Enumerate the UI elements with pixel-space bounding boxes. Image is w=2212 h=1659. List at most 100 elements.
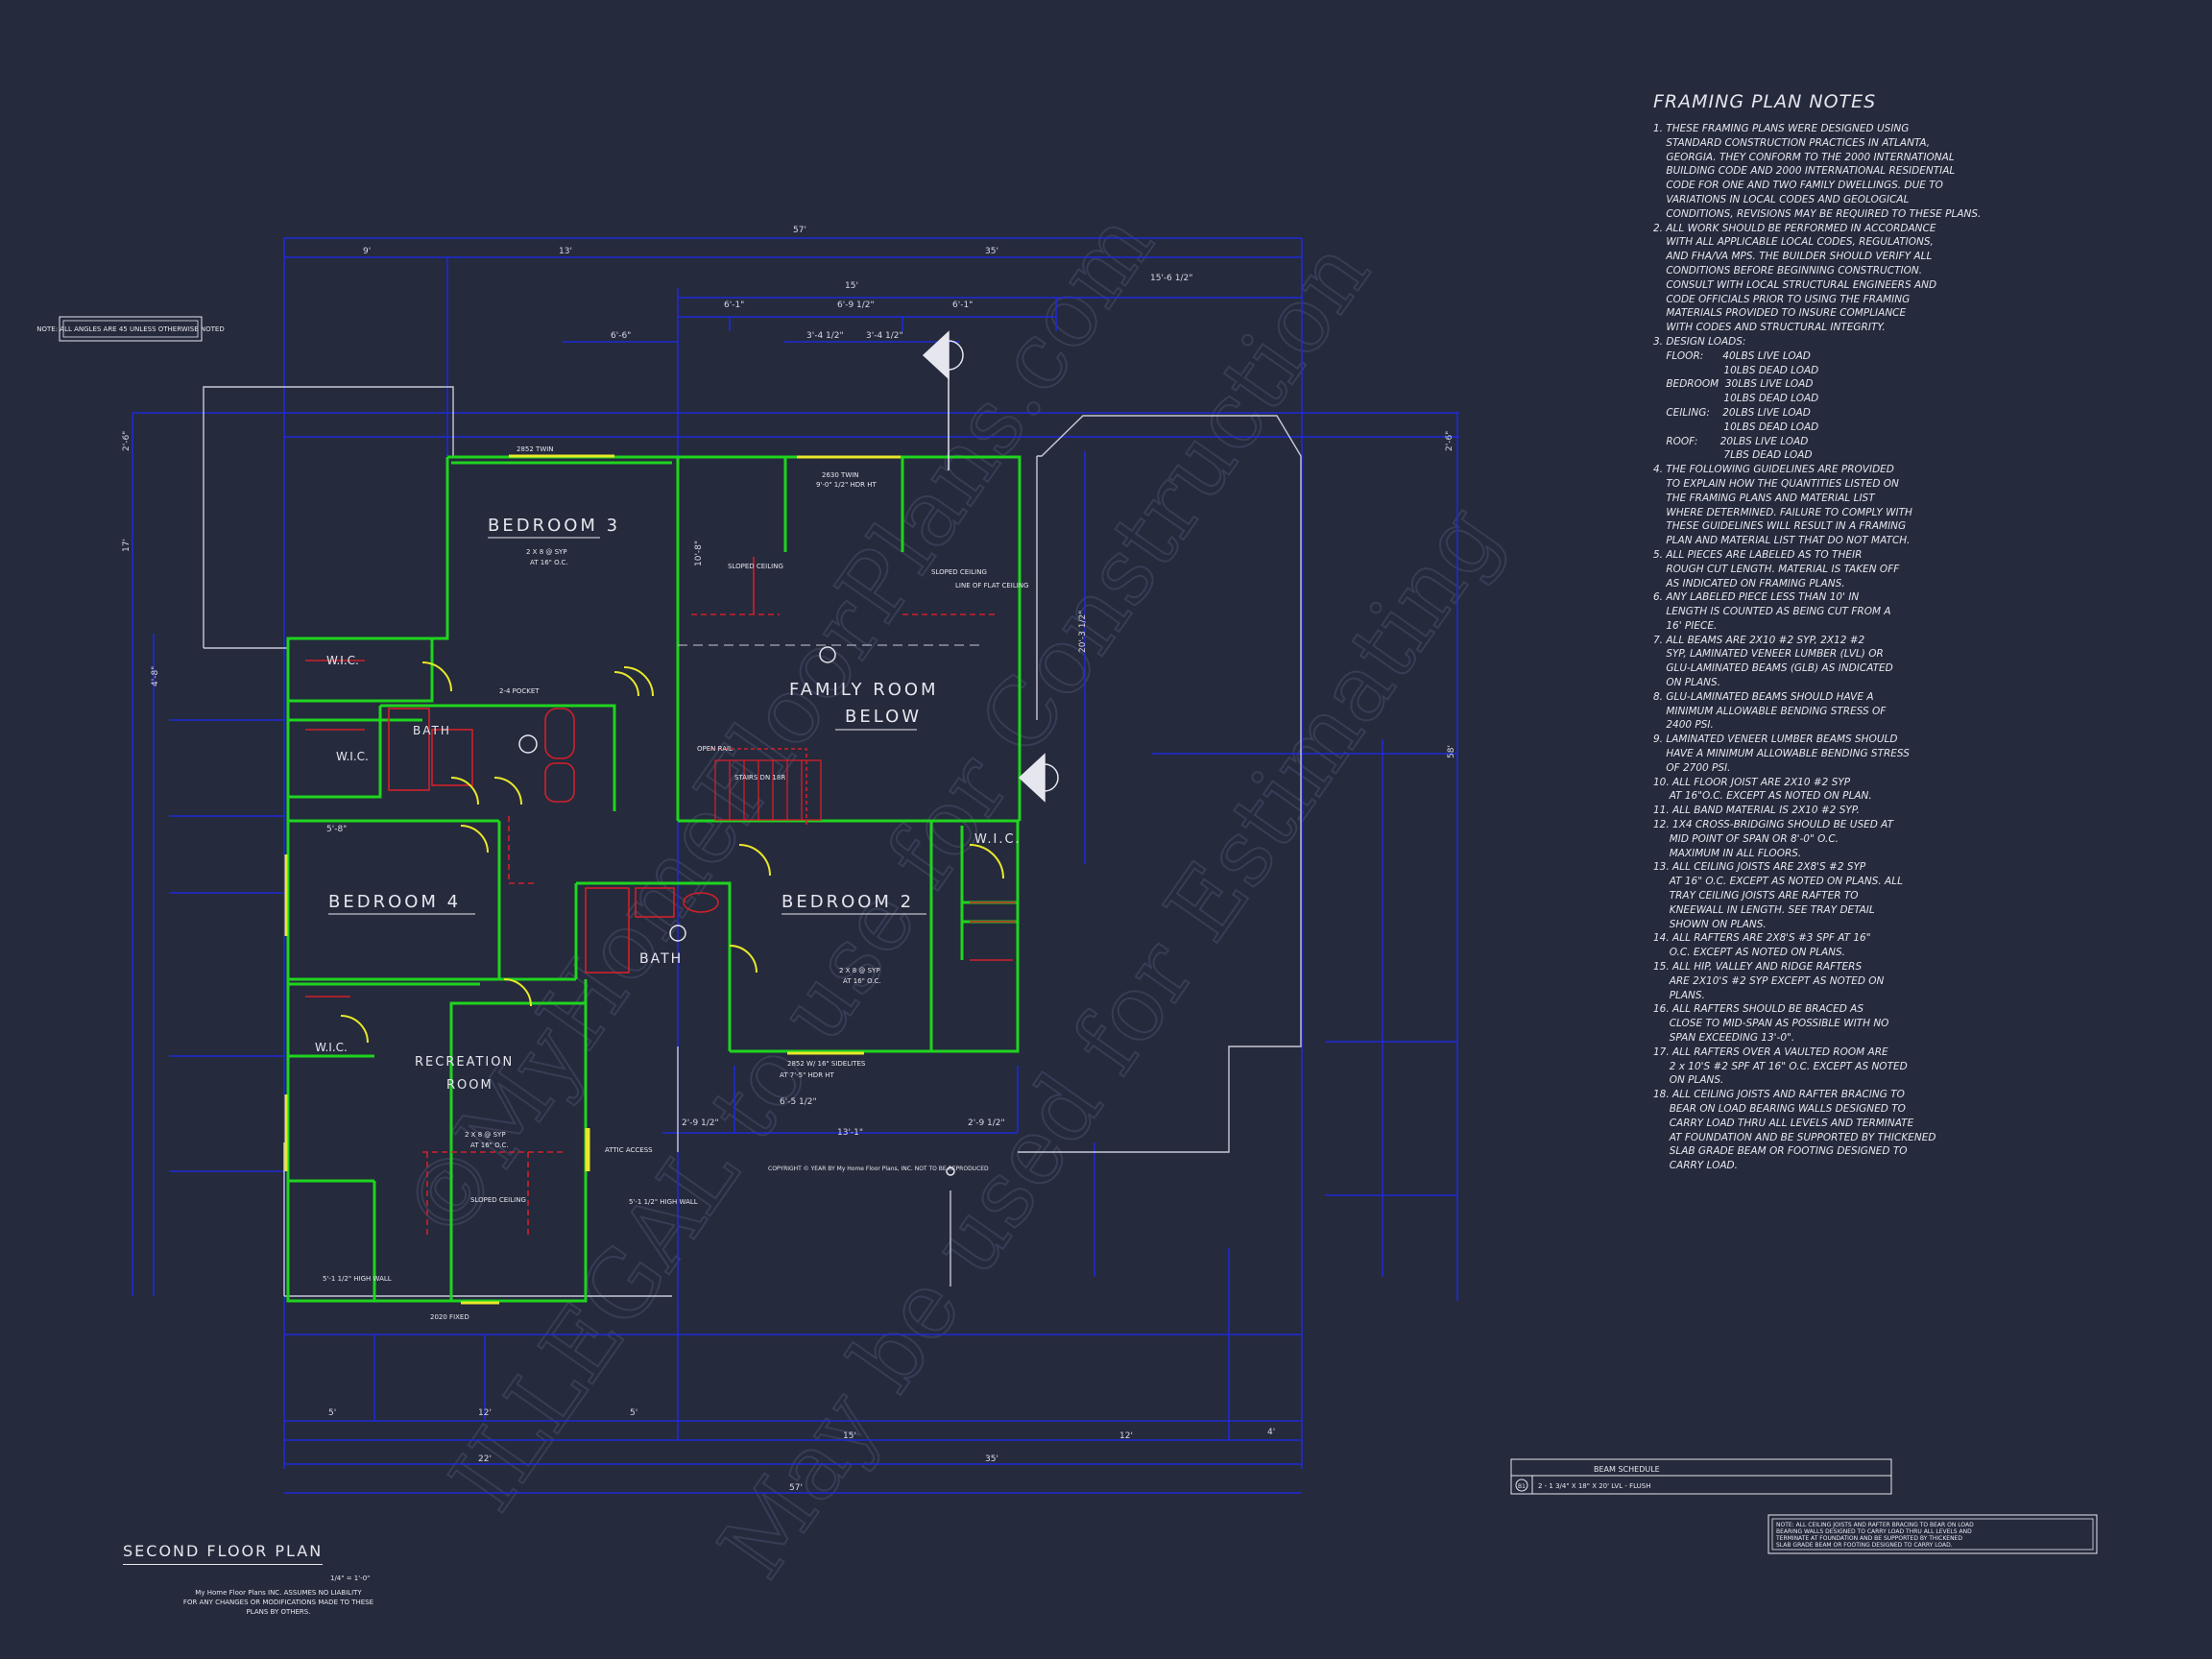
framing-note-line: 16. ALL RAFTERS SHOULD BE BRACED AS	[1653, 1003, 1863, 1016]
framing-note-line: HAVE A MINIMUM ALLOWABLE BENDING STRESS	[1653, 748, 1910, 760]
framing-note-line: 10. ALL FLOOR JOIST ARE 2X10 #2 SYP	[1653, 776, 1851, 788]
room-label-below: BELOW	[845, 707, 922, 727]
framing-note-line: 7. ALL BEAMS ARE 2X10 #2 SYP, 2X12 #2	[1653, 634, 1865, 646]
framing-note-line: CARRY LOAD THRU ALL LEVELS AND TERMINATE	[1653, 1117, 1914, 1129]
section-marker-icon	[518, 330, 1059, 1176]
framing-notes-list: 1. THESE FRAMING PLANS WERE DESIGNED USI…	[1653, 122, 1999, 1173]
angle-note: NOTE: ALL ANGLES ARE 45 UNLESS OTHERWISE…	[36, 325, 224, 333]
liability-line-3: PLANS BY OTHERS.	[246, 1608, 311, 1616]
framing-note-line: 10LBS DEAD LOAD	[1653, 421, 1819, 433]
dim-12: 12'	[478, 1408, 492, 1418]
dimension-lines	[132, 237, 1459, 1494]
watermark: ©MyHomeFloorPlans.com ILLEGAL to use for…	[382, 193, 1522, 1599]
framing-note-line: FLOOR: 40LBS LIVE LOAD	[1653, 349, 1811, 362]
dim-35: 35'	[985, 247, 998, 256]
framing-note-line: 9. LAMINATED VENEER LUMBER BEAMS SHOULD	[1653, 733, 1898, 746]
framing-note-line: CONDITIONS BEFORE BEGINNING CONSTRUCTION…	[1653, 264, 1923, 276]
window-label-bottom: 2020 FIXED	[430, 1313, 469, 1321]
open-rail-label: OPEN RAIL	[697, 745, 733, 753]
framing-note-line: STANDARD CONSTRUCTION PRACTICES IN ATLAN…	[1653, 136, 1931, 149]
pocket-label: 2-4 POCKET	[499, 687, 540, 695]
attic-label: ATTIC ACCESS	[605, 1146, 653, 1154]
framing-notes: FRAMING PLAN NOTES 1. THESE FRAMING PLAN…	[1653, 91, 1999, 1173]
framing-note-line: SLAB GRADE BEAM OR FOOTING DESIGNED TO	[1653, 1145, 1908, 1158]
framing-note-line: AS INDICATED ON FRAMING PLANS.	[1653, 577, 1845, 589]
dim-6a: 6'-1"	[724, 301, 744, 310]
framing-note-line: 17. ALL RAFTERS OVER A VAULTED ROOM ARE	[1653, 1046, 1888, 1058]
framing-note-line: PLANS.	[1653, 989, 1705, 1001]
framing-note-line: 12. 1X4 CROSS-BRIDGING SHOULD BE USED AT	[1653, 819, 1894, 831]
bottom-note-line-1: NOTE: ALL CEILING JOISTS AND RAFTER BRAC…	[1776, 1522, 1974, 1528]
framing-note-line: TRAY CEILING JOISTS ARE RAFTER TO	[1653, 890, 1859, 902]
framing-note-line: BEDROOM 30LBS LIVE LOAD	[1653, 378, 1814, 391]
framing-note-line: 8. GLU-LAMINATED BEAMS SHOULD HAVE A	[1653, 690, 1874, 703]
copyright-note: COPYRIGHT © YEAR BY My Home Floor Plans,…	[768, 1166, 989, 1172]
framing-note-line: 2400 PSI.	[1653, 719, 1714, 732]
beam-tag: B1	[1518, 1483, 1526, 1490]
framing-note-line: MAXIMUM IN ALL FLOORS.	[1653, 847, 1802, 859]
room-label-bath-2: BATH	[639, 951, 683, 967]
dim-6-6: 6'-6"	[611, 331, 631, 341]
oc-label-rec: AT 16" O.C.	[470, 1142, 509, 1149]
framing-note-line: ROUGH CUT LENGTH. MATERIAL IS TAKEN OFF	[1653, 563, 1900, 575]
framing-note-line: AT 16"O.C. EXCEPT AS NOTED ON PLAN.	[1653, 790, 1872, 803]
dim-4: 4'	[1267, 1428, 1275, 1437]
dim-3a: 3'-4 1/2"	[806, 331, 844, 341]
framing-note-line: WHERE DETERMINED. FAILURE TO COMPLY WITH	[1653, 506, 1912, 518]
roof-outline	[203, 386, 1302, 1297]
framing-note-line: WITH CODES AND STRUCTURAL INTEGRITY.	[1653, 322, 1886, 334]
window-label-top: 2852 TWIN	[517, 445, 554, 453]
high-wall-label-2: 5'-1 1/2" HIGH WALL	[629, 1198, 698, 1206]
framing-note-line: WITH ALL APPLICABLE LOCAL CODES, REGULAT…	[1653, 236, 1934, 249]
room-label-bedroom-3: BEDROOM 3	[488, 516, 620, 536]
sloped-ceiling-label-3: SLOPED CEILING	[470, 1196, 526, 1204]
framing-note-line: MINIMUM ALLOWABLE BENDING STRESS OF	[1653, 705, 1887, 717]
dim-57: 57'	[793, 226, 806, 235]
framing-note-line: CODE OFFICIALS PRIOR TO USING THE FRAMIN…	[1653, 293, 1911, 305]
joist-label-bed2: 2 X 8 @ SYP	[839, 967, 880, 974]
framing-note-line: THE FRAMING PLANS AND MATERIAL LIST	[1653, 492, 1875, 504]
framing-note-line: CEILING: 20LBS LIVE LOAD	[1653, 406, 1811, 419]
framing-note-line: CODE FOR ONE AND TWO FAMILY DWELLINGS. D…	[1653, 180, 1943, 192]
dim-17: 17'	[122, 539, 132, 552]
framing-note-line: 1. THESE FRAMING PLANS WERE DESIGNED USI…	[1653, 123, 1910, 134]
room-label-room: ROOM	[446, 1078, 493, 1093]
framing-note-line: 6. ANY LABELED PIECE LESS THAN 10' IN	[1653, 591, 1860, 604]
sloped-ceiling-label-2: SLOPED CEILING	[931, 568, 987, 576]
dim-2-9: 2'-9 1/2"	[682, 1118, 719, 1128]
dim-15: 15'	[845, 281, 858, 291]
stairs	[714, 759, 822, 821]
framing-note-line: VARIATIONS IN LOCAL CODES AND GEOLOGICAL	[1653, 193, 1910, 205]
dim-5-8: 5'-8"	[326, 825, 347, 834]
room-label-wic-3: W.I.C.	[974, 832, 1022, 847]
dim-6b: 6'-9 1/2"	[837, 301, 875, 310]
framing-note-line: AT FOUNDATION AND BE SUPPORTED BY THICKE…	[1653, 1131, 1936, 1143]
drawing-title: SECOND FLOOR PLAN	[123, 1542, 324, 1565]
liability-line-2: FOR ANY CHANGES OR MODIFICATIONS MADE TO…	[182, 1599, 374, 1606]
dim-9: 9'	[363, 247, 371, 256]
beam-row: 2 - 1 3/4" X 18" X 20' LVL - FLUSH	[1538, 1482, 1650, 1490]
drawing-scale: 1/4" = 1'-0"	[330, 1575, 371, 1582]
framing-note-line: CONDITIONS, REVISIONS MAY BE REQUIRED TO…	[1653, 207, 1982, 220]
framing-note-line: 14. ALL RAFTERS ARE 2X8'S #3 SPF AT 16"	[1653, 932, 1871, 945]
room-label-wic-2: W.I.C.	[336, 750, 369, 763]
dim-5b: 5'	[630, 1408, 637, 1418]
sloped-ceiling-label: SLOPED CEILING	[728, 563, 783, 570]
framing-note-line: 11. ALL BAND MATERIAL IS 2X10 #2 SYP.	[1653, 805, 1860, 817]
joist-label: 2 X 8 @ SYP	[526, 548, 567, 556]
framing-note-line: LENGTH IS COUNTED AS BEING CUT FROM A	[1653, 606, 1891, 618]
framing-note-line: CARRY LOAD.	[1653, 1160, 1738, 1172]
framing-note-line: PLAN AND MATERIAL LIST THAT DO NOT MATCH…	[1653, 535, 1911, 547]
dim-2-6: 2'-6"	[122, 431, 132, 451]
dim-15b: 15'-6 1/2"	[1150, 274, 1192, 283]
framing-note-line: 5. ALL PIECES ARE LABELED AS TO THEIR	[1653, 548, 1863, 561]
hdr-label: 9'-0" 1/2" HDR HT	[816, 481, 878, 489]
framing-note-line: GEORGIA. THEY CONFORM TO THE 2000 INTERN…	[1653, 151, 1955, 163]
oc-label-bed2: AT 16" O.C.	[843, 977, 881, 985]
framing-note-line: 4. THE FOLLOWING GUIDELINES ARE PROVIDED	[1653, 464, 1894, 476]
stairs-label: STAIRS DN 18R	[734, 774, 785, 781]
sidelites-label: 2852 W/ 16" SIDELITES	[787, 1060, 866, 1068]
dim-35b: 35'	[985, 1455, 998, 1464]
dim-10: 10'-8"	[694, 541, 704, 566]
framing-note-line: 10LBS DEAD LOAD	[1653, 364, 1819, 376]
